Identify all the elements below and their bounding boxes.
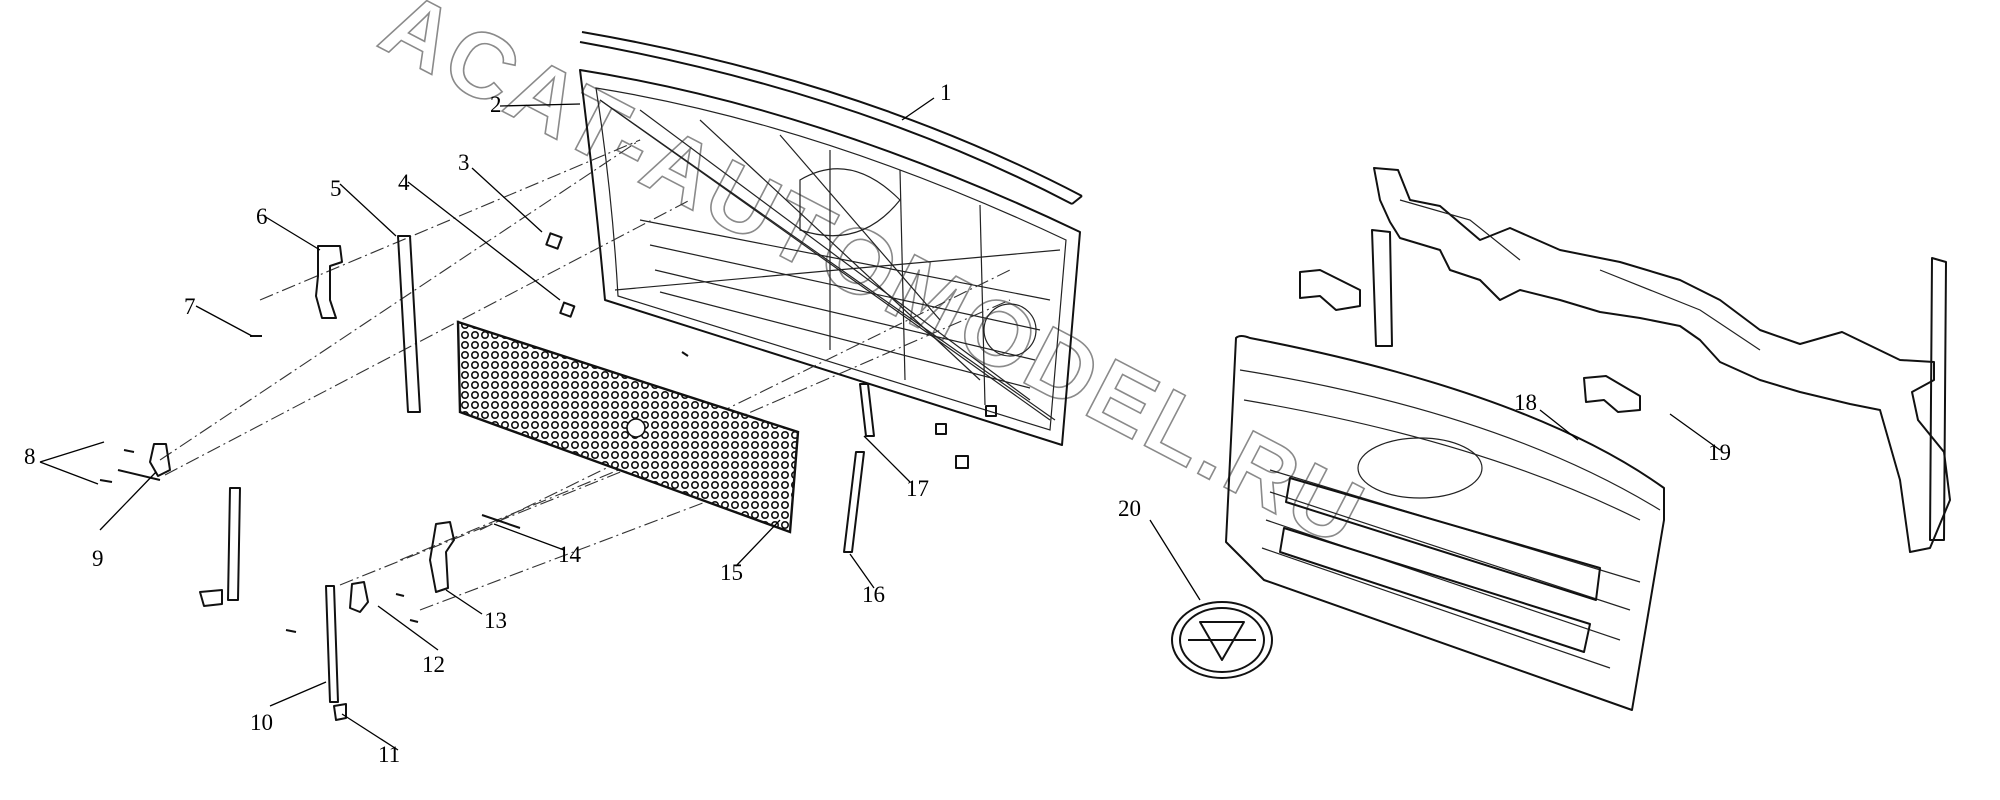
callout-2: 2 xyxy=(490,92,502,117)
outer-grille xyxy=(1225,335,1665,711)
part-1-top-trim xyxy=(579,31,1083,205)
part-8-bolts xyxy=(99,449,135,483)
callout-7: 7 xyxy=(184,294,196,319)
callout-15: 15 xyxy=(720,560,743,585)
callout-6: 6 xyxy=(256,204,268,229)
cab-frame xyxy=(1371,167,1951,553)
part-14-rod xyxy=(481,514,521,529)
part-9-bracket xyxy=(117,443,171,481)
callout-11: 11 xyxy=(378,742,400,767)
callout-5: 5 xyxy=(330,176,342,201)
part-11-clip xyxy=(333,703,347,721)
handle-upper xyxy=(1299,269,1361,311)
part-17-strip xyxy=(859,383,875,437)
part-6-bracket xyxy=(315,245,343,319)
inner-grille-frame xyxy=(579,69,1081,446)
callout-10: 10 xyxy=(250,710,273,735)
callout-14: 14 xyxy=(558,542,582,567)
part-4-nut xyxy=(559,301,576,318)
callout-16: 16 xyxy=(862,582,885,607)
callout-1: 1 xyxy=(940,80,952,105)
leader-lines xyxy=(39,97,1721,751)
part-18-19-handle xyxy=(1583,375,1641,413)
callout-17: 17 xyxy=(906,476,929,501)
part-3-nut xyxy=(545,232,563,250)
part-10-rod xyxy=(325,585,339,703)
callout-8: 8 xyxy=(24,444,36,469)
callout-3: 3 xyxy=(458,150,470,175)
left-rod xyxy=(199,487,241,607)
part-20-emblem xyxy=(1171,601,1273,679)
callout-12: 12 xyxy=(422,652,445,677)
part-12-bracket xyxy=(349,581,369,613)
fasteners xyxy=(285,351,997,633)
callout-20: 20 xyxy=(1118,496,1141,521)
part-16-strip xyxy=(843,451,865,553)
part-13-bracket xyxy=(429,521,455,593)
callout-13: 13 xyxy=(484,608,507,633)
callout-9: 9 xyxy=(92,546,104,571)
callout-18: 18 xyxy=(1514,390,1537,415)
callout-4: 4 xyxy=(398,170,410,195)
part-5-rod xyxy=(397,235,421,413)
part-15-mesh-panel xyxy=(456,320,800,534)
callout-19: 19 xyxy=(1708,440,1731,465)
